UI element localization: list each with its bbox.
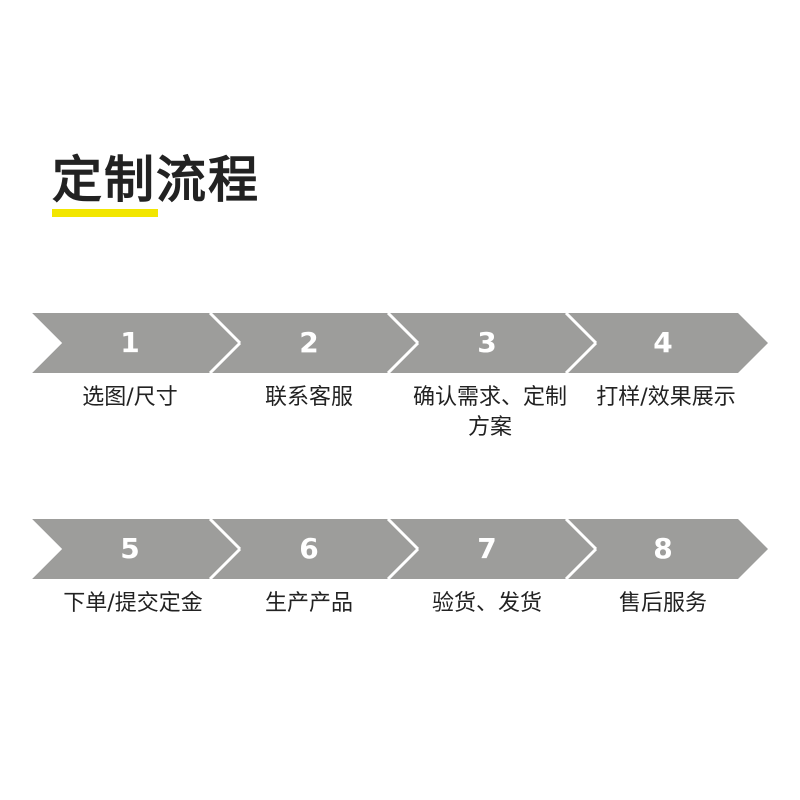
process-row-2: 5 6 7 8 bbox=[32, 519, 768, 579]
step-5-chevron bbox=[32, 519, 240, 579]
step-3-chevron bbox=[388, 313, 596, 373]
step-6-chevron bbox=[210, 519, 418, 579]
step-7-label: 验货、发货 bbox=[431, 591, 542, 616]
step-2-label: 联系客服 bbox=[264, 385, 353, 410]
chevron-arrows-row-1 bbox=[32, 313, 768, 373]
step-6-label: 生产产品 bbox=[264, 591, 353, 616]
step-8-number: 8 bbox=[653, 532, 673, 565]
step-4-label: 打样/效果展示 bbox=[596, 385, 736, 410]
step-7-number: 7 bbox=[477, 532, 497, 565]
step-3-number: 3 bbox=[477, 326, 497, 359]
step-8-label: 售后服务 bbox=[618, 591, 707, 616]
chevron-arrows-row-2 bbox=[32, 519, 768, 579]
step-6-number: 6 bbox=[299, 532, 319, 565]
step-2-number: 2 bbox=[299, 326, 319, 359]
step-5-number: 5 bbox=[120, 532, 140, 565]
step-4-number: 4 bbox=[653, 326, 673, 359]
page-title: 定制流程 bbox=[52, 151, 260, 209]
step-1-chevron bbox=[32, 313, 240, 373]
title-underline bbox=[52, 209, 158, 217]
process-labels-row-1: 选图/尺寸 联系客服 确认需求、定制方案 打样/效果展示 bbox=[32, 383, 768, 463]
step-1-label: 选图/尺寸 bbox=[82, 385, 178, 410]
process-labels-row-2: 下单/提交定金 生产产品 验货、发货 售后服务 bbox=[32, 589, 768, 669]
title-block: 定制流程 bbox=[52, 150, 260, 217]
step-5-label: 下单/提交定金 bbox=[63, 591, 203, 616]
process-row-1: 1 2 3 4 bbox=[32, 313, 768, 373]
step-7-chevron bbox=[388, 519, 596, 579]
step-1-number: 1 bbox=[120, 326, 140, 359]
step-8-chevron bbox=[566, 519, 768, 579]
step-4-chevron bbox=[566, 313, 768, 373]
step-3-label: 确认需求、定制方案 bbox=[412, 385, 567, 440]
step-2-chevron bbox=[210, 313, 418, 373]
